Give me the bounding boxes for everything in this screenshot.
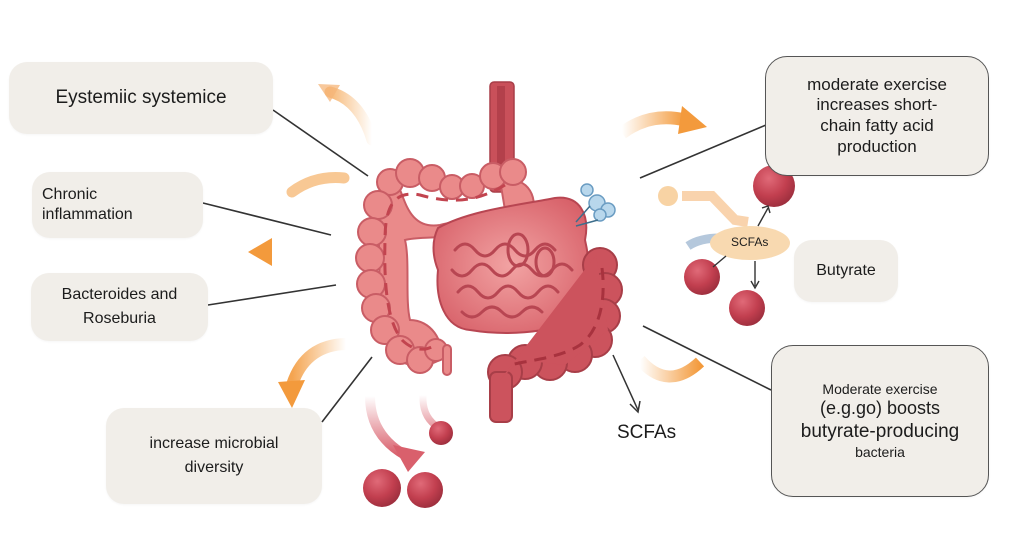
scfa-production-line4: production bbox=[837, 136, 917, 156]
label-microbial-diversity: increase microbial diversity bbox=[106, 408, 322, 504]
bead bbox=[429, 421, 453, 445]
butyrate-bacteria-line3: butyrate-producing bbox=[800, 421, 960, 443]
arrow-right-icon bbox=[678, 106, 707, 134]
arrow-left-icon bbox=[248, 238, 272, 266]
connector-diversity bbox=[321, 356, 373, 423]
label-diversity-line2: diversity bbox=[184, 459, 244, 476]
butyrate-bacteria-line1: Moderate exercise bbox=[822, 381, 938, 398]
bead bbox=[363, 469, 401, 507]
connector-lines bbox=[202, 109, 772, 423]
label-systemic-text: Eystemiic systemice bbox=[55, 87, 227, 109]
scfa-node bbox=[710, 226, 790, 260]
label-chronic-inflammation: Chronic inflammation bbox=[32, 172, 203, 238]
bead bbox=[407, 472, 443, 508]
small-intestine bbox=[432, 196, 590, 334]
descending-colon bbox=[487, 247, 623, 423]
connector-scfa-production bbox=[639, 124, 767, 179]
precursor-molecule-icon bbox=[658, 186, 678, 206]
colon-dashes bbox=[383, 183, 506, 351]
scfa-production-line1: moderate exercise bbox=[807, 74, 947, 94]
bead bbox=[729, 290, 765, 326]
label-inflammation-line1: Chronic bbox=[42, 186, 98, 204]
flow-arrows bbox=[248, 84, 707, 408]
scfa-molecule-cluster bbox=[658, 165, 795, 326]
connector-inflammation bbox=[202, 202, 332, 236]
connector-systemic bbox=[272, 109, 369, 177]
scfa-beads-bottom bbox=[363, 421, 453, 508]
scfa-production-line2: increases short- bbox=[816, 95, 938, 115]
connector-bacteroides bbox=[207, 284, 337, 306]
arrow-to-scfas-icon bbox=[612, 354, 641, 414]
label-diversity-line1: increase microbial bbox=[149, 435, 279, 453]
arrow-up-left-icon bbox=[318, 84, 340, 102]
descending-colon-dashes bbox=[509, 267, 605, 367]
scfa-bottom-label: SCFAs bbox=[617, 422, 677, 443]
label-systemic: Eystemiic systemice bbox=[9, 62, 273, 134]
scfa-node-label: SCFAs bbox=[731, 235, 769, 249]
label-butyrate: Butyrate bbox=[794, 240, 898, 302]
arrow-down-left-icon bbox=[278, 380, 305, 408]
butyrate-bacteria-line4: bacteria bbox=[855, 443, 905, 460]
label-bacteroides-line2: Roseburia bbox=[83, 310, 156, 327]
bottom-flow-arrows bbox=[365, 394, 438, 472]
scfa-production-line3: chain fatty acid bbox=[820, 116, 934, 135]
label-bacteroides-roseburia: Bacteroides and Roseburia bbox=[31, 273, 208, 341]
label-inflammation-line2: inflammation bbox=[42, 206, 133, 223]
butyrate-text: Butyrate bbox=[816, 262, 876, 280]
bubble-scfa-production: moderate exercise increases short- chain… bbox=[765, 56, 989, 176]
butyrate-bacteria-line2: (e.g.go) boosts bbox=[819, 398, 941, 419]
bead bbox=[684, 259, 720, 295]
bubble-butyrate-bacteria: Moderate exercise (e.g.go) boosts butyra… bbox=[771, 345, 989, 497]
bacteria-cluster-icon bbox=[575, 183, 616, 227]
label-bacteroides-line1: Bacteroides and bbox=[61, 286, 178, 304]
connector-butyrate-bacteria bbox=[642, 325, 772, 391]
